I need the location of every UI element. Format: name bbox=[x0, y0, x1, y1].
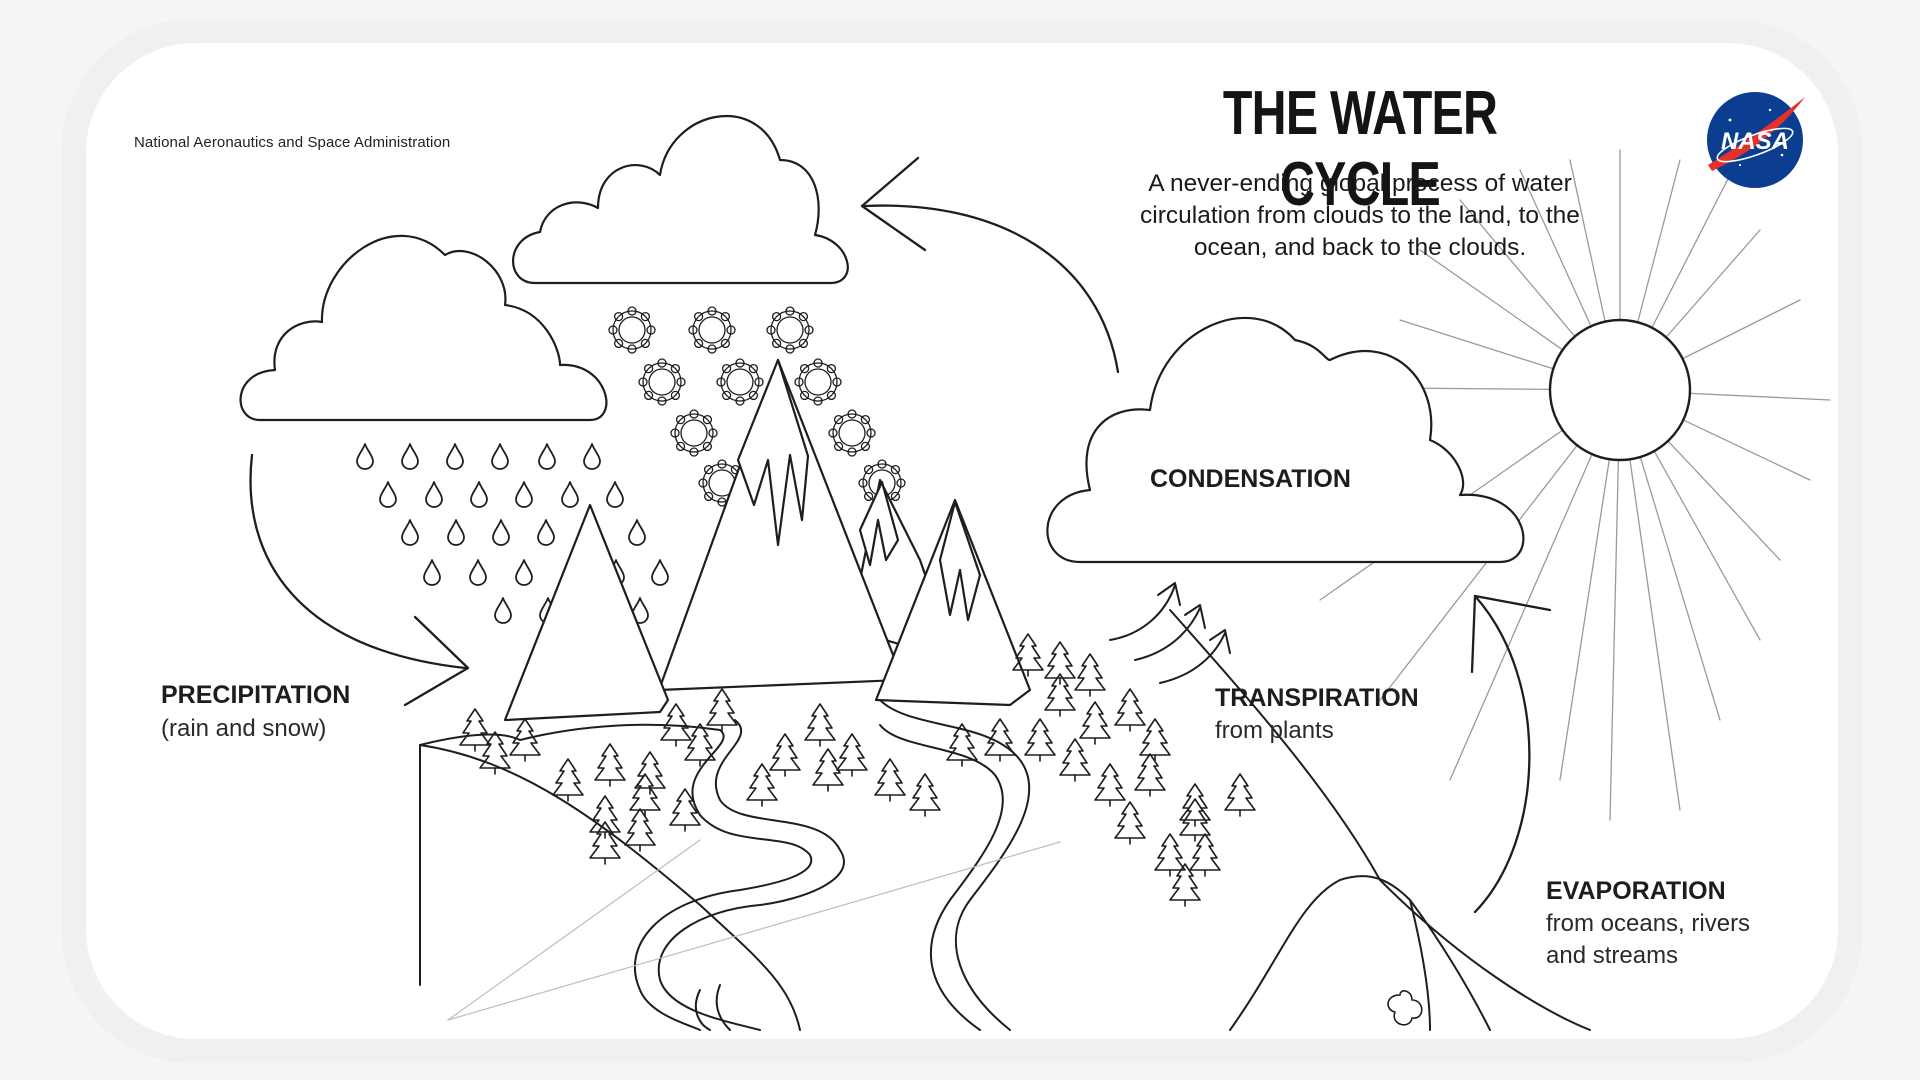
label-transpiration-sub: from plants bbox=[1215, 717, 1334, 744]
label-precipitation: PRECIPITATION bbox=[161, 681, 351, 709]
nasa-logo-text: NASA bbox=[1721, 128, 1789, 155]
page-title: THE WATER CYCLE bbox=[1222, 79, 1498, 219]
cycle-arrows bbox=[249, 156, 1552, 914]
cloud-left bbox=[239, 234, 608, 422]
cloud-top bbox=[512, 114, 849, 285]
label-evaporation-sub2: and streams bbox=[1546, 942, 1679, 969]
label-transpiration: TRANSPIRATION bbox=[1215, 684, 1419, 712]
label-evaporation-sub1: from oceans, rivers bbox=[1546, 910, 1751, 937]
label-precipitation-sub: (rain and snow) bbox=[161, 715, 327, 742]
river bbox=[634, 699, 1031, 1031]
nasa-logo: NASA bbox=[1707, 92, 1805, 188]
label-evaporation: EVAPORATION bbox=[1546, 877, 1726, 905]
mountains bbox=[503, 358, 1032, 722]
sun bbox=[1548, 318, 1692, 462]
label-condensation: CONDENSATION bbox=[1150, 465, 1351, 493]
transpiration-arrows bbox=[1109, 582, 1231, 684]
faint-lines bbox=[447, 839, 1061, 1021]
cloud-condensation bbox=[1046, 316, 1525, 564]
page-subtitle: A never-ending global process of water c… bbox=[1140, 170, 1580, 261]
agency-name: National Aeronautics and Space Administr… bbox=[134, 134, 451, 151]
terrain bbox=[419, 609, 1591, 1031]
sheep-shape bbox=[1387, 990, 1423, 1026]
